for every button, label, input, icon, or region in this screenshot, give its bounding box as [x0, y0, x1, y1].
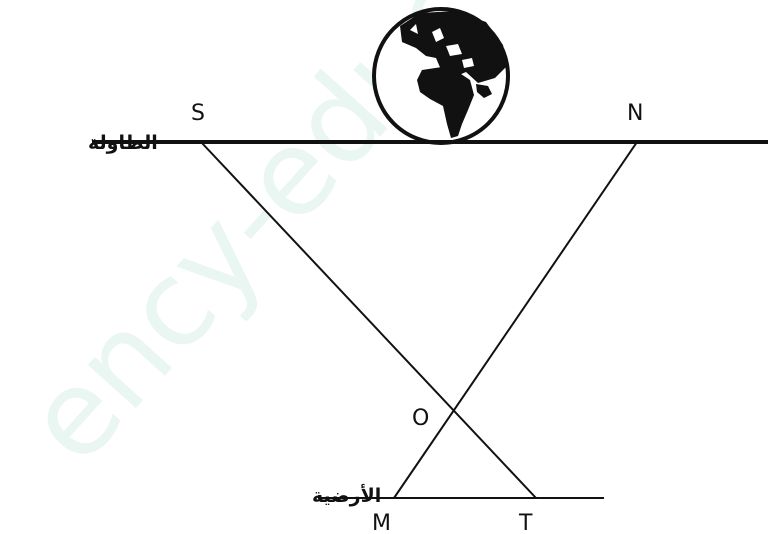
label-n: N	[627, 101, 643, 126]
label-m: M	[372, 511, 391, 534]
label-t: T	[518, 511, 533, 534]
label-s: S	[191, 101, 205, 126]
label-floor: الأرضية	[312, 484, 381, 507]
segment-s-t	[200, 141, 537, 499]
label-o: O	[412, 406, 429, 431]
earth-globe-icon	[372, 7, 510, 145]
label-table: الطاولة	[88, 132, 158, 154]
segment-n-m	[393, 141, 638, 499]
